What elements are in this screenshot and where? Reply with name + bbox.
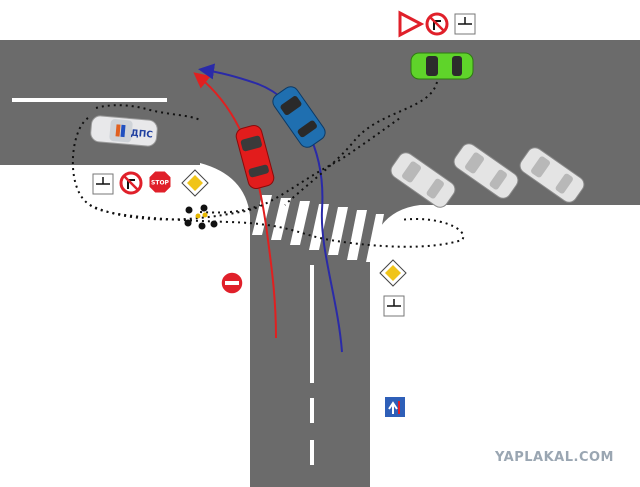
pedestrian-dot xyxy=(198,222,206,230)
center-line-horizontal xyxy=(12,98,167,102)
main-road-icon xyxy=(379,259,407,287)
center-line-vertical-1 xyxy=(310,265,314,383)
pedestrian-dot xyxy=(185,206,193,214)
no-right-turn-icon xyxy=(425,12,449,36)
pedestrian-dot xyxy=(200,204,208,212)
dotted-path-inner xyxy=(199,204,261,214)
pedestrian-dot xyxy=(210,220,218,228)
no-right-turn-icon xyxy=(119,171,143,195)
pedestrian-dot xyxy=(184,219,192,227)
stop-label: STOP xyxy=(151,180,170,187)
crosswalk xyxy=(252,195,384,262)
red-car-path xyxy=(193,72,277,339)
parked-car-3 xyxy=(519,147,585,203)
center-line-vertical-2 xyxy=(310,398,314,423)
stop-sign-icon: STOP xyxy=(148,170,172,194)
dotted-path-police-2 xyxy=(95,104,201,121)
crosswalk-stripe xyxy=(328,207,348,255)
no-entry-icon xyxy=(220,271,244,295)
pedestrian-dot-yellow xyxy=(195,213,201,219)
crosswalk-stripe xyxy=(347,210,367,260)
crosswalk-stripe xyxy=(252,195,272,235)
dotted-path-police xyxy=(71,117,401,221)
green-car xyxy=(410,52,474,80)
trajectories xyxy=(71,63,465,353)
give-way-icon xyxy=(398,10,425,38)
intersection-plate-icon xyxy=(383,295,405,317)
road-signs: STOP xyxy=(92,10,476,417)
watermark: YAPLAKAL.COM xyxy=(495,450,614,465)
lane-markings xyxy=(12,98,314,465)
police-car: ДПС xyxy=(90,115,158,147)
white-curb-left xyxy=(0,163,200,165)
center-line-vertical-3 xyxy=(310,440,314,465)
blue-car xyxy=(272,86,326,148)
crosswalk-stripe xyxy=(309,204,329,250)
police-label: ДПС xyxy=(130,129,153,141)
crosswalk-stripe xyxy=(366,214,384,262)
crosswalk-stripe xyxy=(271,198,291,240)
dotted-path-green xyxy=(284,81,438,206)
parked-car-1 xyxy=(390,152,456,208)
red-car xyxy=(235,124,275,190)
lane-direction-icon xyxy=(385,397,405,417)
main-road-icon xyxy=(181,169,209,197)
intersection-plate-icon xyxy=(454,13,476,35)
pedestrian-group xyxy=(184,204,218,230)
dotted-path-loop xyxy=(89,204,465,248)
blue-car-path xyxy=(198,63,343,353)
vehicles: ДПС xyxy=(90,52,585,208)
crosswalk-stripe xyxy=(290,201,310,245)
pedestrian-dot-yellow xyxy=(202,212,208,218)
intersection-plate-icon xyxy=(92,173,114,195)
parked-car-2 xyxy=(453,143,519,199)
